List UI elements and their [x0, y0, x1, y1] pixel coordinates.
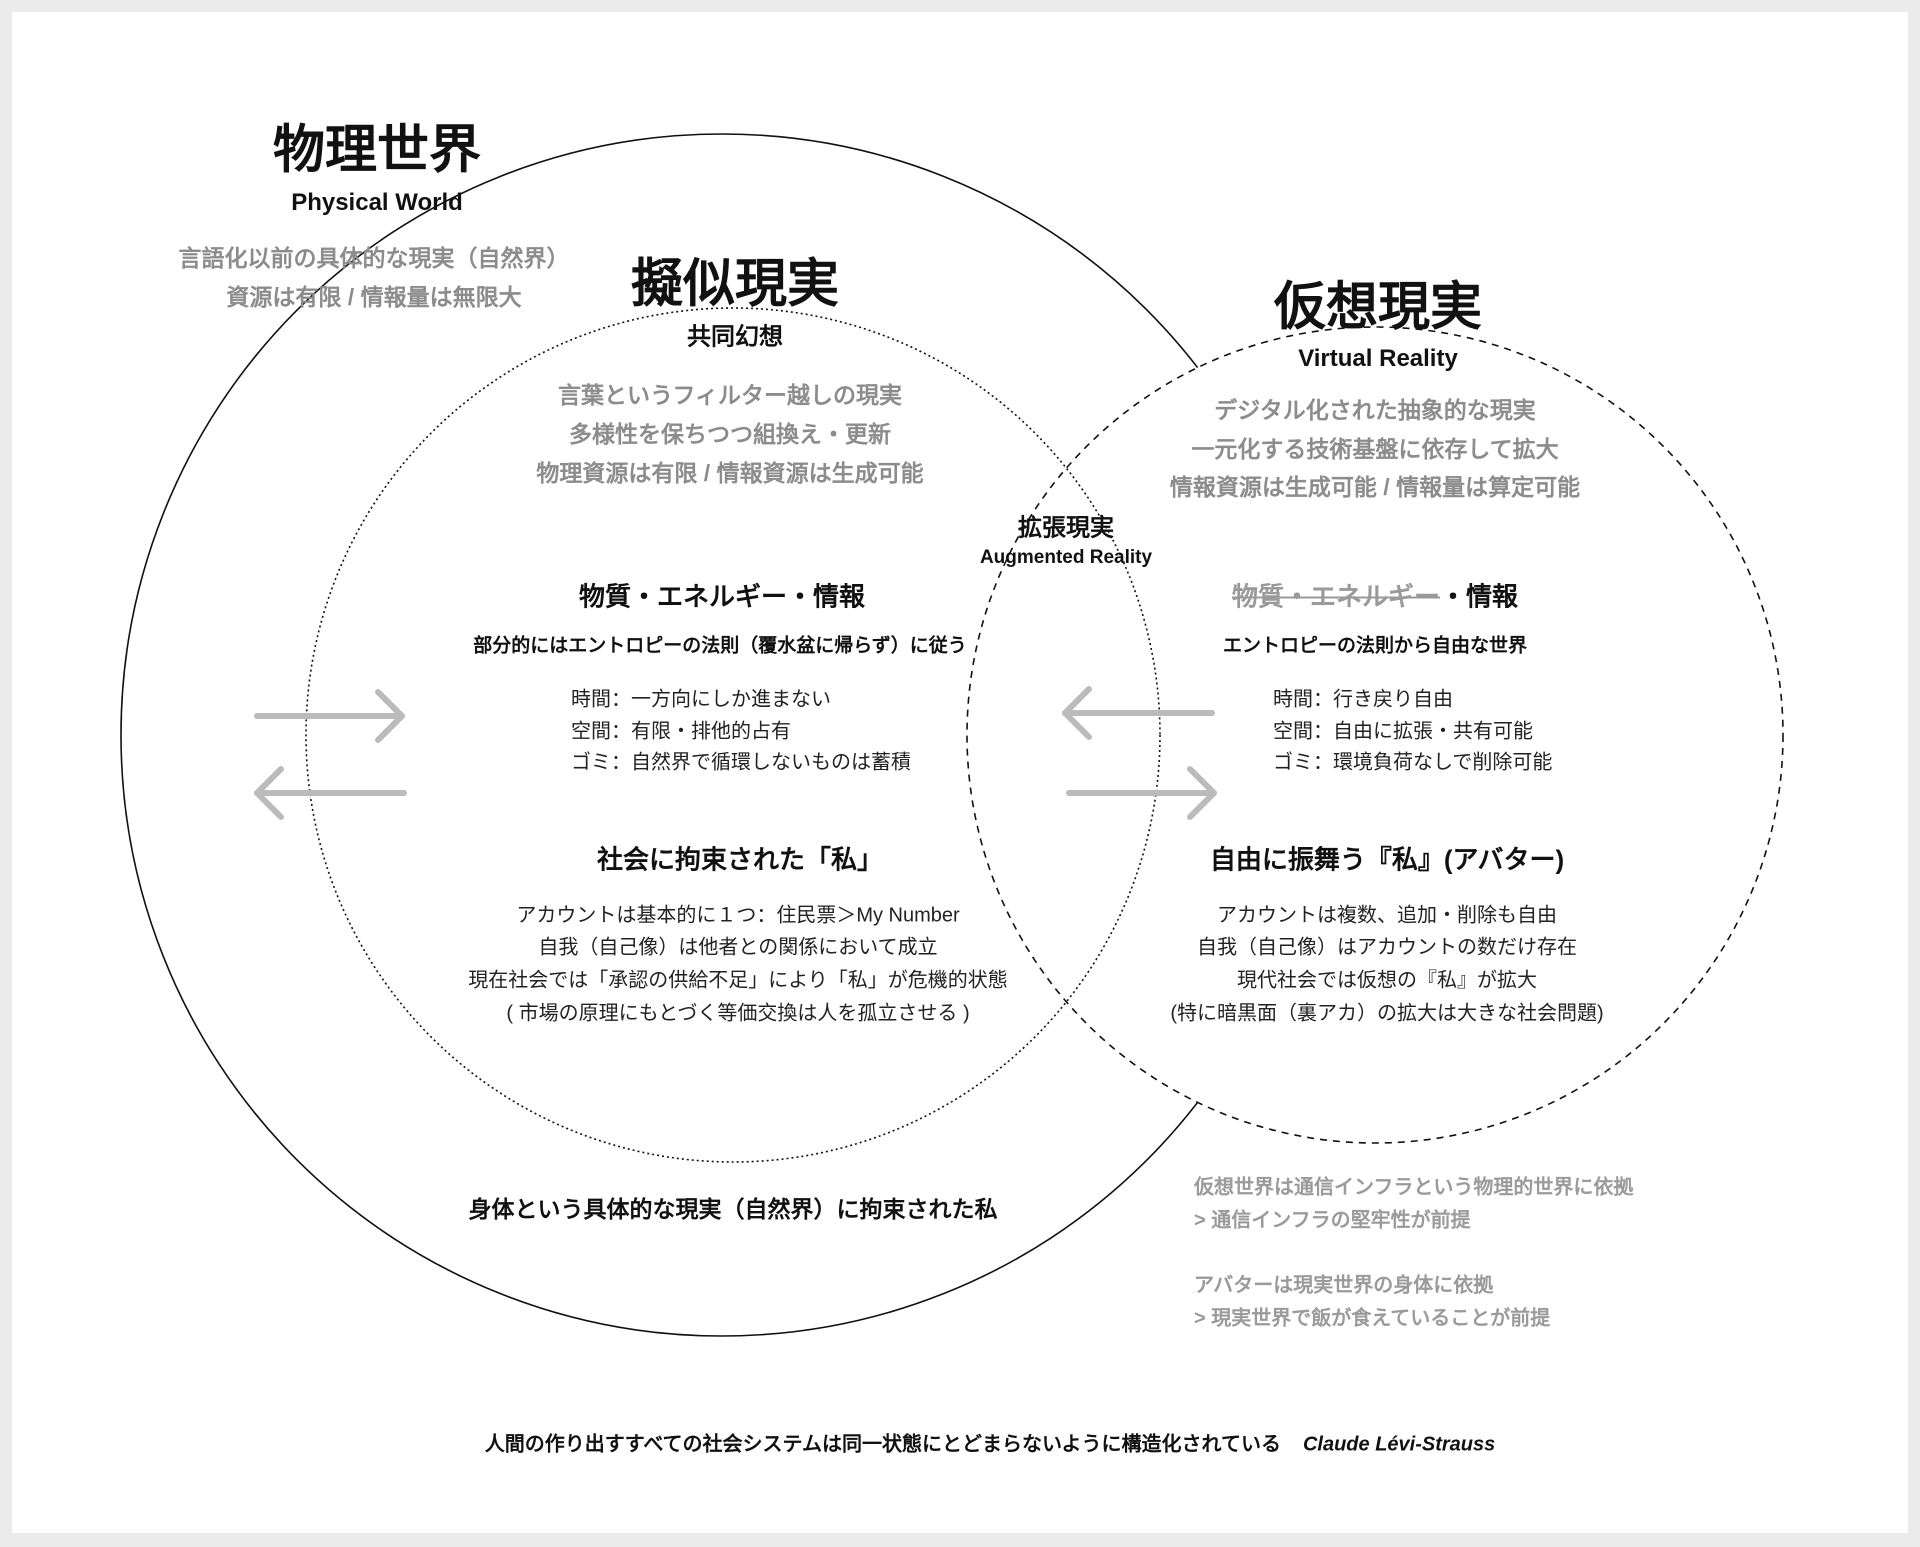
pseudo-reality-subtitle: 共同幻想 [687, 323, 783, 351]
virtual-desc: 情報資源は生成可能 / 情報量は算定可能 [1169, 474, 1581, 500]
pseudo-self-line: ( 市場の原理にもとづく等価交換は人を孤立させる ) [506, 1002, 970, 1025]
virtual-heading-struck: 物質・エネルギー [1231, 581, 1440, 612]
quote-author: Claude Lévi-Strauss [1302, 1433, 1496, 1456]
virtual-self-line: アカウントは複数、追加・削除も自由 [1217, 904, 1557, 927]
virtual-law: エントロピーの法則から自由な世界 [1222, 635, 1528, 657]
virtual-self-line: (特に暗黒面（裏アカ）の拡大は大きな社会問題) [1170, 1002, 1604, 1025]
pseudo-heading: 物質・エネルギー・情報 [578, 581, 866, 612]
virtual-self-line: 現代社会では仮想の『私』が拡大 [1237, 969, 1537, 992]
virtual-desc: デジタル化された抽象的な現実 [1214, 397, 1536, 423]
pseudo-self-line: アカウントは基本的に１つ：住民票＞My Number [516, 904, 960, 927]
virtual-desc: 一元化する技術基盤に依存して拡大 [1191, 436, 1559, 462]
virtual-self-line: 自我（自己像）はアカウントの数だけ存在 [1197, 936, 1577, 959]
note-line: アバターは現実世界の身体に依拠 [1194, 1274, 1494, 1297]
virtual-prop: 時間：行き戻り自由 [1273, 688, 1453, 711]
virtual-heading: 物質・エネルギー・情報 [1232, 577, 1518, 614]
pseudo-reality-title: 擬似現実 [630, 255, 840, 314]
virtual-reality-title: 仮想現実 [1273, 278, 1483, 337]
note-line: 仮想世界は通信インフラという物理的世界に依拠 [1194, 1176, 1634, 1199]
physical-world-title: 物理世界 [272, 121, 482, 180]
physical-desc: 言語化以前の具体的な現実（自然界） [178, 245, 570, 271]
augmented-reality-subtitle: Augmented Reality [979, 547, 1153, 568]
pseudo-prop: 時間：一方向にしか進まない [571, 688, 831, 711]
arrow-left-icon [254, 766, 407, 820]
pseudo-desc: 言葉というフィルター越しの現実 [557, 382, 903, 408]
physical-bottom-text: 身体という具体的な現実（自然界）に拘束された私 [468, 1196, 998, 1222]
pseudo-prop: 空間：有限・排他的占有 [571, 720, 791, 743]
note-line: > 現実世界で飯が食えていることが前提 [1194, 1307, 1551, 1330]
augmented-reality-title: 拡張現実 [1018, 514, 1114, 542]
pseudo-self-line: 現在社会では「承認の供給不足」により「私」が危機的状態 [468, 969, 1008, 992]
pseudo-desc: 物理資源は有限 / 情報資源は生成可能 [536, 460, 924, 486]
virtual-prop: ゴミ：環境負荷なしで削除可能 [1273, 751, 1553, 774]
physical-desc: 資源は有限 / 情報量は無限大 [226, 284, 522, 310]
note-line: > 通信インフラの堅牢性が前提 [1194, 1209, 1471, 1232]
arrow-right-icon [254, 689, 405, 743]
physical-world-subtitle: Physical World [291, 189, 463, 216]
pseudo-desc: 多様性を保ちつつ組換え・更新 [569, 421, 891, 447]
pseudo-prop: ゴミ：自然界で循環しないものは蓄積 [571, 751, 911, 774]
pseudo-self-line: 自我（自己像）は他者との関係において成立 [538, 936, 938, 959]
arrow-right-icon [1066, 766, 1217, 820]
virtual-reality-circle [966, 326, 1784, 1144]
pseudo-reality-circle [305, 307, 1161, 1163]
pseudo-law: 部分的にはエントロピーの法則（覆水盆に帰らず）に従う [473, 635, 967, 657]
footer-quote: 人間の作り出すすべての社会システムは同一状態にとどまらないように構造化されている… [485, 1428, 1496, 1457]
virtual-self-heading: 自由に振舞う『私』(アバター) [1209, 844, 1565, 875]
quote-text: 人間の作り出すすべての社会システムは同一状態にとどまらないように構造化されている [484, 1433, 1281, 1456]
virtual-prop: 空間：自由に拡張・共有可能 [1273, 720, 1533, 743]
pseudo-self-heading: 社会に拘束された「私」 [596, 844, 884, 875]
arrow-left-icon [1062, 686, 1215, 740]
virtual-reality-subtitle: Virtual Reality [1298, 345, 1458, 372]
virtual-heading-rest: ・情報 [1440, 581, 1519, 612]
